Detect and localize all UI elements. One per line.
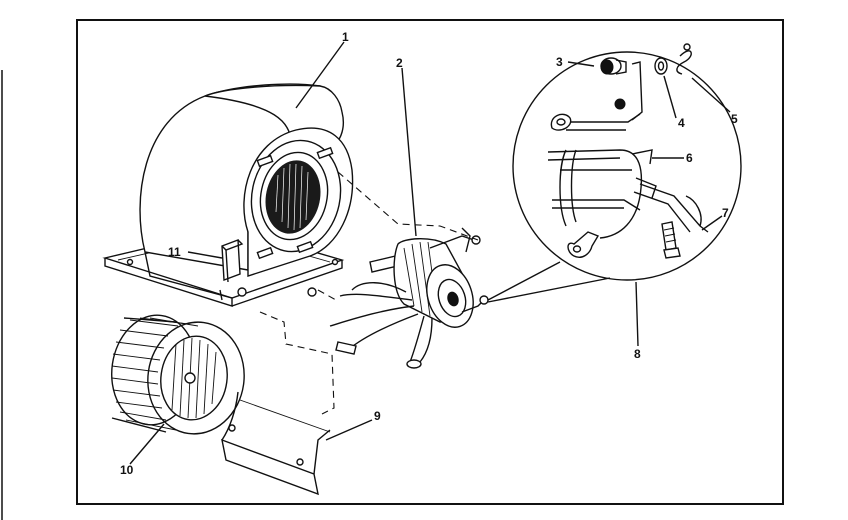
- motor-mount-detail: [487, 43, 742, 303]
- callout-numbers: 1 2 3 4 5 6 7 8 9 10 11: [120, 30, 738, 477]
- capacitor-bracket: [221, 239, 244, 283]
- blower-housing: [102, 83, 354, 307]
- diagram-frame: [76, 19, 784, 505]
- assembly-guide-lines: [259, 171, 479, 415]
- callout-5: 5: [731, 112, 738, 126]
- blower-motor: [329, 227, 489, 369]
- cutoff-plate: [221, 391, 331, 496]
- callout-2: 2: [396, 56, 403, 70]
- blower-wheel: [111, 314, 245, 435]
- callout-9: 9: [374, 409, 381, 423]
- callout-1: 1: [342, 30, 349, 44]
- callout-4: 4: [678, 116, 685, 130]
- callout-6: 6: [686, 151, 693, 165]
- callout-8: 8: [634, 347, 641, 361]
- callout-3: 3: [556, 55, 563, 69]
- callout-7: 7: [722, 206, 729, 220]
- callout-10: 10: [120, 463, 134, 477]
- callout-11: 11: [168, 245, 181, 259]
- callout-leaders: [129, 41, 731, 465]
